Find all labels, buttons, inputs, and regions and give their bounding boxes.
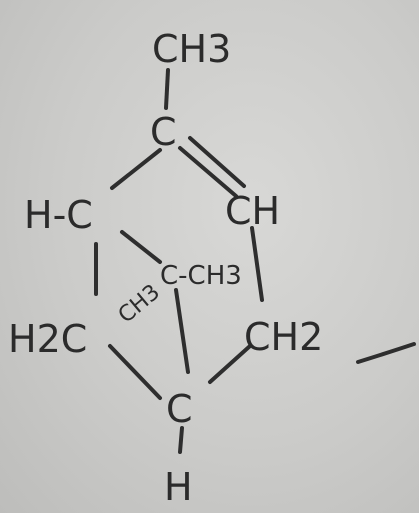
bond-ch3-to-top-c [164,68,170,110]
bond-right-ch-to-ch2 [250,226,264,302]
label-top-methyl: CH3 [152,27,231,71]
bond-top-c-to-left-c [110,148,162,190]
label-left-hc: H-C [24,193,93,237]
bond-bottom-c-to-h [178,426,184,454]
bond-ch2-to-bottom-c [208,344,252,384]
label-top-carbon: C [150,110,177,154]
label-right-ch: CH [225,189,280,233]
label-center-c-methyl: C-CH3 [160,261,242,291]
double-bond-top-c-to-right-ch-b [188,136,246,188]
bond-left-c-to-center-c [120,230,162,264]
label-right-ch2: CH2 [244,315,323,359]
label-bottom-c: C [166,387,193,431]
label-left-h2c: H2C [8,317,87,361]
bond-h2c-to-bottom-c [108,344,162,400]
underline-stroke [356,342,416,364]
double-bond-top-c-to-right-ch-a [178,146,238,198]
bond-center-c-to-bottom-c [174,288,190,374]
label-center-methyl-scribble: CH3 [114,280,165,329]
label-bottom-h: H [164,465,193,509]
